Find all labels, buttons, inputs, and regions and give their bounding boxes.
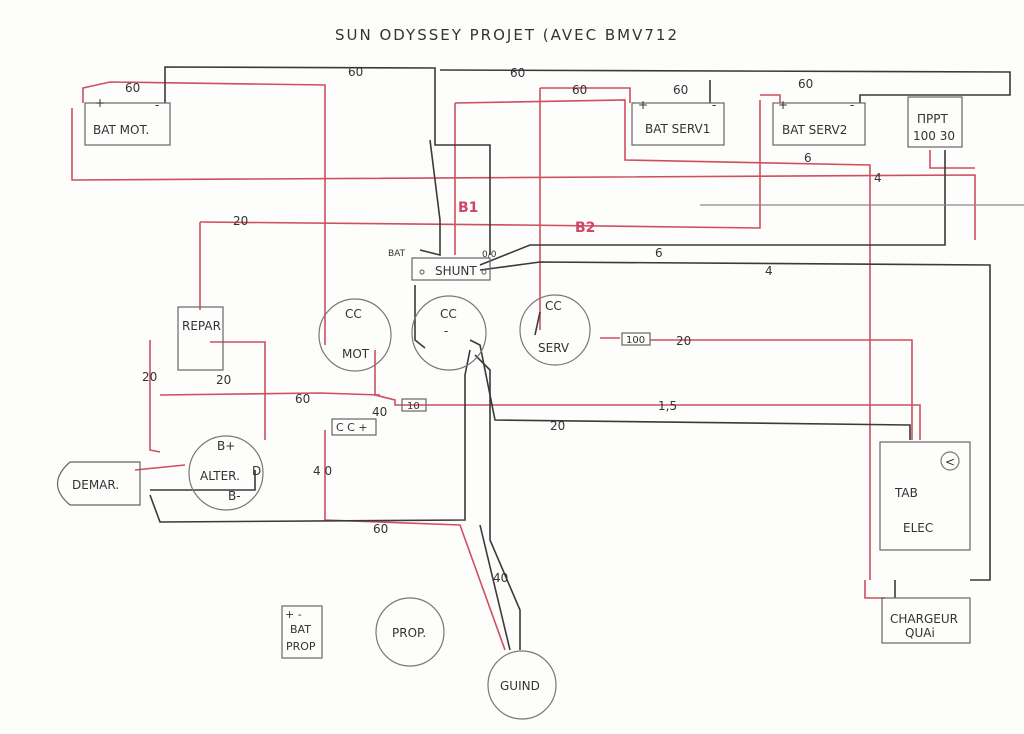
chargeur-quai-box: CHARGEUR QUAi [881,597,971,644]
cc-plus-box: C C + [331,418,377,436]
svg-text:20: 20 [142,370,157,384]
svg-text:6: 6 [655,246,663,260]
bat-serv1-label: BAT SERV1 [645,122,710,136]
positive-wires [71,81,976,651]
svg-text:20: 20 [216,373,231,387]
svg-text:+: + [638,98,648,112]
svg-text:BAT: BAT [290,623,311,636]
bat-mot-box: + - BAT MOT. [84,96,171,146]
svg-text:10: 10 [407,401,420,412]
svg-text:60: 60 [798,77,813,91]
svg-text:20: 20 [233,214,248,228]
demar-shape: DEMAR. [56,461,141,506]
svg-text:PROP: PROP [286,640,316,653]
svg-text:CC: CC [440,307,457,321]
connector-label: < [945,455,955,469]
bat-serv2-label: BAT SERV2 [782,123,847,137]
svg-text:60: 60 [673,83,688,97]
demar-label: DEMAR. [72,478,119,492]
alter-label: ALTER. [200,469,240,483]
mppt-box: ΠPPT 100 30 [907,96,963,148]
quai-label: QUAi [905,626,935,640]
bat-mot-label: BAT MOT. [93,123,149,137]
chargeur-label: CHARGEUR [890,612,958,626]
bus-b1-label: B1 [458,200,478,216]
svg-text:4 0: 4 0 [313,464,332,478]
shunt-box: SHUNT BAT 0/0 [388,249,497,281]
prop-circle: PROP. [375,597,445,667]
svg-text:D: D [252,464,261,478]
svg-text:B-: B- [228,489,241,503]
svg-text:+: + [778,98,788,112]
svg-text:4: 4 [765,264,773,278]
svg-text:+ -: + - [285,608,302,621]
bat-prop-box: + - BAT PROP [281,605,323,659]
svg-text:100: 100 [626,335,645,346]
svg-text:+: + [95,96,105,110]
bat-serv2-box: + - BAT SERV2 [772,98,866,146]
tab-elec-box: TAB ELEC < [879,441,971,551]
cc-mot-circle: CC MOT [318,298,392,372]
shunt-label: SHUNT [435,264,477,278]
bat-serv1-box: + - BAT SERV1 [631,98,725,146]
fuse-10: 10 [401,398,427,412]
mppt-rating: 100 30 [913,129,955,143]
diagram-title: SUN ODYSSEY PROJET (AVEC BMV712 [335,26,679,44]
svg-text:60: 60 [510,66,525,80]
alter-circle: B+ ALTER. D B- [188,435,264,511]
svg-text:6: 6 [804,151,812,165]
cc-serv-circle: CC SERV [519,294,591,366]
guind-label: GUIND [500,679,540,693]
repar-box: REPAR [177,306,224,371]
svg-text:20: 20 [676,334,691,348]
svg-text:MOT: MOT [342,347,370,361]
shunt-bat-label: BAT [388,249,406,259]
svg-text:1,5: 1,5 [658,399,677,413]
guind-circle: GUIND [487,650,557,720]
cc-minus-circle: CC - [411,295,487,371]
svg-text:-: - [444,324,448,338]
svg-text:-: - [155,98,159,112]
shunt-out-label: 0/0 [482,250,497,260]
svg-text:20: 20 [550,419,565,433]
prop-label: PROP. [392,626,426,640]
svg-text:C C +: C C + [336,421,368,434]
svg-text:60: 60 [125,81,140,95]
svg-text:B+: B+ [217,439,235,453]
elec-label: ELEC [903,521,933,535]
svg-text:SERV: SERV [538,341,570,355]
svg-text:60: 60 [295,392,310,406]
fuse-100: 100 [621,332,651,346]
repar-label: REPAR [182,319,221,333]
wire-gauge-labels: 60 60 60 60 60 60 60 60 6 6 4 4 20 20 20… [125,65,882,585]
svg-text:-: - [712,98,716,112]
negative-wires [149,66,1011,651]
mppt-label: ΠPPT [917,112,948,126]
svg-text:4: 4 [874,171,882,185]
svg-text:60: 60 [348,65,363,79]
svg-text:CC: CC [345,307,362,321]
svg-text:CC: CC [545,299,562,313]
svg-text:60: 60 [572,83,587,97]
bus-b2-label: B2 [575,220,595,236]
tab-label: TAB [894,486,918,500]
svg-text:60: 60 [373,522,388,536]
svg-text:40: 40 [493,571,508,585]
svg-text:40: 40 [372,405,387,419]
svg-text:-: - [850,98,854,112]
